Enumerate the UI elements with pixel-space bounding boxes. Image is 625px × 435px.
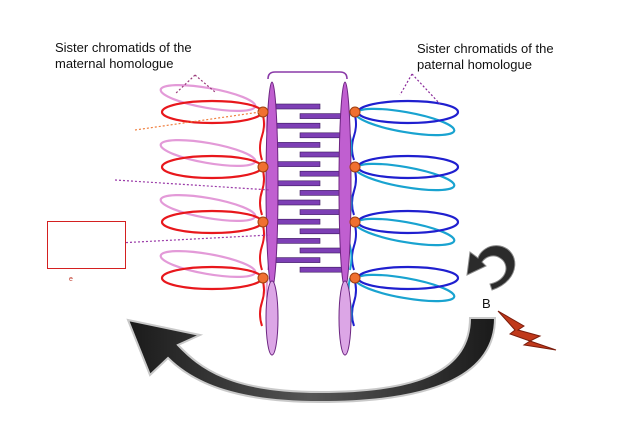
paternal-label-line2: paternal homologue: [417, 57, 532, 72]
maternal-loop-red: [160, 154, 264, 180]
maternal-loop-red: [160, 99, 264, 125]
maternal-coil: [259, 221, 265, 271]
b-marker: B: [482, 296, 491, 311]
maternal-loop-red: [160, 209, 264, 235]
paternal-label-line1: Sister chromatids of the: [417, 41, 554, 56]
maternal-coil: [259, 111, 265, 161]
node-right: [349, 106, 361, 118]
filament-bar: [275, 218, 321, 225]
paternal-label: Sister chromatids of the paternal homolo…: [417, 41, 554, 73]
node-left: [257, 216, 269, 228]
node-left: [257, 161, 269, 173]
maternal-loop-red: [160, 265, 264, 291]
top-bracket: [267, 71, 348, 80]
curved-arrow-icon: [466, 245, 516, 291]
filament-bar: [275, 122, 321, 129]
maternal-loop-pink: [159, 193, 257, 223]
axial-elements: [265, 81, 352, 356]
maternal-coil: [259, 166, 265, 216]
filament-bar: [299, 132, 345, 139]
transverse-filaments: [275, 103, 345, 273]
filament-bar: [299, 170, 345, 177]
filament-bar: [275, 180, 321, 187]
filament-bar: [299, 209, 345, 215]
leader-lines: [114, 73, 441, 244]
filament-bar: [299, 151, 345, 158]
node-right: [349, 161, 361, 173]
maternal-label-line2: maternal homologue: [55, 56, 174, 71]
maternal-loop-pink: [159, 249, 257, 279]
maternal-chromatid-loops: [159, 83, 271, 327]
paternal-coil: [351, 277, 357, 327]
paternal-chromatid-loops: [347, 99, 460, 327]
maternal-label: Sister chromatids of the maternal homolo…: [55, 40, 192, 72]
node-right: [349, 272, 361, 284]
filament-bar: [299, 266, 345, 273]
filament-bar: [275, 199, 321, 206]
paternal-coil: [351, 111, 357, 161]
empty-label-box: [47, 221, 126, 269]
small-mark: e: [69, 276, 73, 283]
paternal-coil: [351, 221, 357, 271]
filament-bar: [299, 190, 345, 196]
filament-bar: [299, 247, 345, 254]
filament-bar: [275, 257, 321, 263]
lightning-bolt-icon: [497, 310, 557, 351]
maternal-coil: [259, 277, 265, 327]
attachment-nodes: [257, 106, 361, 284]
filament-bar: [275, 238, 321, 244]
big-curved-arrow: [126, 317, 497, 404]
filament-bar: [275, 142, 321, 148]
filament-bar: [299, 113, 345, 119]
paternal-coil: [351, 166, 357, 216]
maternal-label-line1: Sister chromatids of the: [55, 40, 192, 55]
filament-bar: [275, 103, 321, 110]
maternal-loop-pink: [159, 138, 257, 168]
node-left: [257, 272, 269, 284]
node-right: [349, 216, 361, 228]
filament-bar: [275, 161, 321, 167]
filament-bar: [299, 228, 345, 235]
